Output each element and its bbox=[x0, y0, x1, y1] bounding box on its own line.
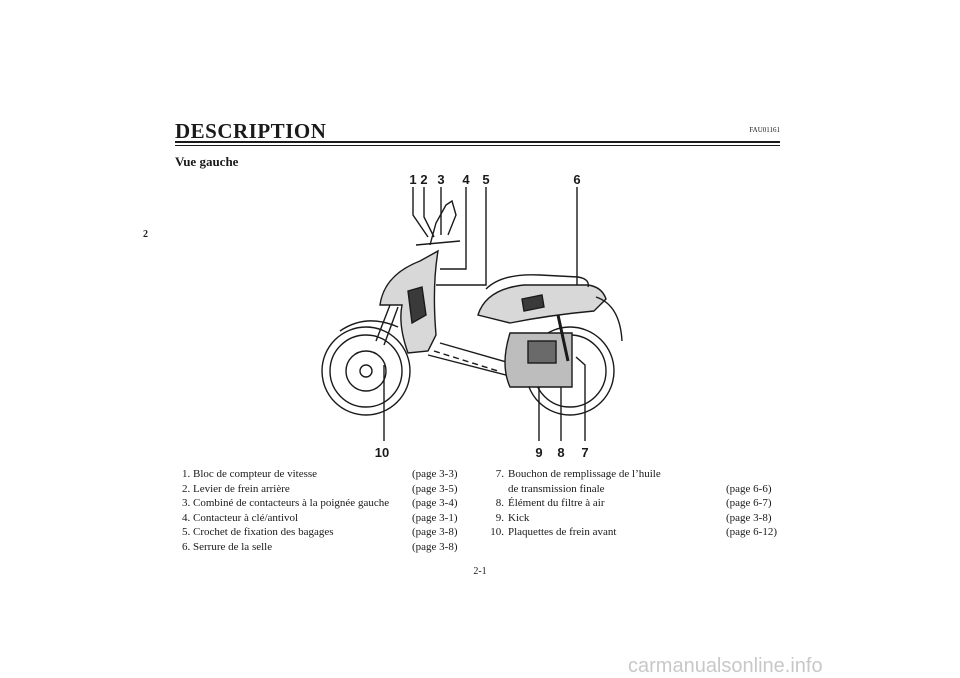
callout-7: 7 bbox=[581, 445, 588, 460]
callout-9: 9 bbox=[535, 445, 542, 460]
legend-item: 9.Kick(page 3-8) bbox=[495, 511, 772, 524]
legend-item: 8.Élément du filtre à air(page 6-7) bbox=[495, 497, 772, 510]
callout-10: 10 bbox=[375, 445, 389, 460]
callout-2: 2 bbox=[420, 172, 427, 187]
title-rule-thin bbox=[175, 145, 780, 146]
callout-6: 6 bbox=[573, 172, 580, 187]
section-subtitle: Vue gauche bbox=[175, 154, 239, 169]
callout-8: 8 bbox=[557, 445, 564, 460]
callout-4: 4 bbox=[462, 172, 470, 187]
legend-item: 5. Crochet de fixation des bagages(page … bbox=[182, 526, 458, 539]
document-code: FAU01161 bbox=[749, 126, 780, 134]
callout-5: 5 bbox=[482, 172, 489, 187]
title-rule-thick bbox=[175, 141, 780, 143]
legend-item: 1. Bloc de compteur de vitesse(page 3-3) bbox=[182, 468, 458, 480]
watermark: carmanualsonline.info bbox=[628, 655, 823, 677]
legend-item: 10.Plaquettes de frein avant(page 6-12) bbox=[490, 526, 778, 539]
legend-item: 4. Contacteur à clé/antivol(page 3-1) bbox=[182, 511, 458, 524]
legend-left: 1. Bloc de compteur de vitesse(page 3-3)… bbox=[182, 467, 464, 555]
legend-item: 2. Levier de frein arrière(page 3-5) bbox=[182, 482, 458, 495]
page-number: 2-1 bbox=[473, 566, 487, 577]
chapter-tab: 2 bbox=[143, 229, 148, 240]
legend-item: 7.Bouchon de remplissage de l’huile bbox=[495, 468, 661, 480]
legend-right: 7.Bouchon de remplissage de l’huile de t… bbox=[486, 467, 778, 540]
scooter-illustration: 1 2 3 4 5 6 10 9 8 7 bbox=[321, 172, 623, 460]
page-title: DESCRIPTION bbox=[175, 119, 327, 143]
legend-item: 3. Combiné de contacteurs à la poignée g… bbox=[182, 497, 458, 510]
callout-3: 3 bbox=[437, 172, 444, 187]
legend-item: 6. Serrure de la selle(page 3-8) bbox=[182, 540, 458, 553]
legend-item-continued: de transmission finale(page 6-6) bbox=[508, 482, 772, 495]
callout-1: 1 bbox=[409, 172, 416, 187]
